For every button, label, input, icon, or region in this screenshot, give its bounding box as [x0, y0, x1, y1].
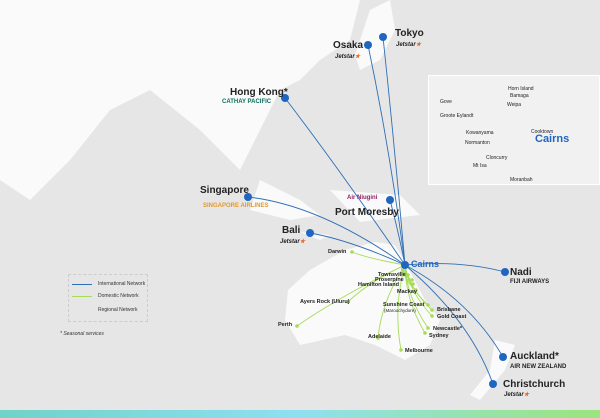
inset-hub-label: Cairns	[535, 133, 570, 145]
domestic-dot	[295, 324, 299, 328]
regional-inset-map	[428, 75, 600, 185]
city-label: Christchurch	[503, 379, 566, 390]
city-label: Singapore	[200, 185, 249, 196]
legend	[68, 274, 148, 322]
legend-international-swatch	[72, 284, 92, 285]
domestic-label: Sydney	[429, 333, 449, 339]
domestic-dot	[423, 331, 427, 335]
regional-label: Normanton	[465, 140, 490, 146]
domestic-dot	[430, 308, 434, 312]
international-routes	[247, 36, 506, 385]
regional-label: Mt Isa	[473, 163, 487, 169]
domestic-label: Adelaide	[368, 334, 391, 340]
domestic-route	[397, 264, 406, 351]
regional-label: Gove	[440, 99, 452, 105]
legend-domestic: Domestic Network	[98, 293, 139, 299]
domestic-dot	[410, 278, 414, 282]
city-dot	[489, 380, 497, 388]
city-dot	[499, 353, 507, 361]
regional-label: Groote Eylandt	[440, 113, 474, 119]
legend-international: International Network	[98, 281, 146, 287]
domestic-route	[377, 264, 406, 339]
city-dot	[281, 94, 289, 102]
domestic-label: Mackay	[397, 289, 417, 295]
domestic-dot	[406, 273, 410, 277]
domestic-dot	[426, 303, 430, 307]
legend-domestic-swatch	[72, 296, 92, 297]
seasonal-note: * Seasonal services	[60, 331, 104, 337]
regional-label: Weipa	[507, 102, 522, 108]
airline-logo: Jetstar	[504, 391, 529, 398]
domestic-dot	[376, 336, 380, 340]
airline-logo: Jetstar	[280, 238, 305, 245]
landmass	[0, 0, 515, 400]
airline-logo: Air Niugini	[347, 195, 378, 201]
domestic-label: Perth	[278, 322, 293, 328]
hub-label: Cairns	[411, 259, 440, 269]
domestic-label: Ayers Rock (Uluru)	[300, 299, 350, 305]
domestic-label: Brisbane	[437, 307, 461, 313]
domestic-dot	[411, 282, 415, 286]
regional-label: Bamaga	[510, 93, 529, 99]
city-dot	[306, 229, 314, 237]
domestic-route	[404, 264, 433, 317]
regional-label: Cloncurry	[486, 155, 508, 161]
city-label: Port Moresby	[335, 207, 399, 218]
airline-logo: Jetstar	[396, 41, 421, 48]
domestic-dot	[414, 288, 418, 292]
domestic-label: Newcastle*	[433, 326, 463, 332]
airline-logo: Jetstar	[335, 53, 360, 60]
airline-logo: FIJI AIRWAYS	[510, 279, 550, 285]
domestic-label: Hamilton Island	[358, 282, 399, 288]
regional-label: Moranbah	[510, 177, 533, 183]
city-label: Osaka	[333, 40, 364, 51]
city-dot	[244, 193, 252, 201]
domestic-dot	[426, 326, 430, 330]
domestic-dot	[399, 348, 403, 352]
regional-label: Kowanyama	[466, 130, 494, 136]
city-dot	[379, 33, 387, 41]
city-label: Auckland*	[510, 351, 559, 362]
domestic-label: Darwin	[328, 249, 347, 255]
domestic-route	[404, 264, 426, 334]
domestic-dot	[346, 300, 350, 304]
airline-logo: CATHAY PACIFIC	[222, 99, 272, 105]
domestic-label: (Maroochydore)	[384, 308, 416, 313]
domestic-label: Gold Coast	[437, 314, 467, 320]
domestic-label: Townsville	[378, 272, 406, 278]
footer-gradient-bar	[0, 410, 600, 418]
hub-dot	[401, 261, 409, 269]
city-label: Nadi	[510, 267, 532, 278]
domestic-route	[351, 251, 406, 266]
domestic-label: Proserpine	[375, 277, 404, 283]
legend-regional: Regional Network	[98, 307, 138, 313]
airline-logo: AIR NEW ZEALAND	[510, 364, 567, 370]
regional-label: Horn Island	[508, 86, 534, 92]
domestic-route	[296, 264, 406, 327]
domestic-label: Melbourne	[405, 348, 433, 354]
city-dot	[386, 196, 394, 204]
domestic-dot	[430, 314, 434, 318]
city-label: Hong Kong*	[230, 87, 288, 98]
city-label: Bali	[282, 225, 301, 236]
domestic-label: Sunshine Coast	[383, 302, 425, 308]
airline-logo: SINGAPORE AIRLINES	[203, 203, 269, 209]
domestic-dot	[350, 250, 354, 254]
regional-label: Cooktown	[531, 129, 554, 135]
city-dot	[501, 268, 509, 276]
city-label: Tokyo	[395, 28, 424, 39]
city-dot	[364, 41, 372, 49]
